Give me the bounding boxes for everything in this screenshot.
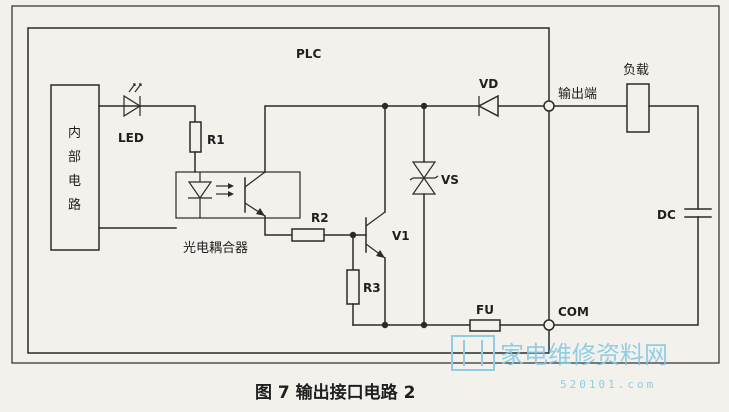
label-v1: V1: [392, 229, 410, 243]
dc-source-symbol: [684, 208, 712, 218]
label-fu: FU: [476, 303, 494, 317]
load-box: [626, 83, 650, 133]
resistor-r2: [291, 228, 325, 242]
fuse-fu: [469, 319, 501, 332]
label-optocoupler: 光电耦合器: [183, 241, 248, 256]
label-internal-2: 部: [68, 150, 81, 165]
label-r3: R3: [363, 281, 381, 295]
phototransistor-symbol: [244, 171, 266, 217]
junction-dot: [420, 321, 428, 329]
watermark-url: 520101.com: [560, 378, 656, 391]
output-terminal: [543, 100, 555, 112]
transistor-v1: [365, 211, 386, 259]
optocoupler-box: [175, 171, 301, 219]
label-load: 负载: [623, 63, 649, 78]
junction-dot: [381, 321, 389, 329]
wire-collector: [264, 105, 550, 173]
label-r1: R1: [207, 133, 225, 147]
label-vd: VD: [479, 77, 498, 91]
label-internal-4: 路: [68, 197, 81, 213]
label-led: LED: [118, 131, 144, 145]
vs-symbol: [409, 161, 439, 195]
label-com: COM: [558, 305, 589, 319]
watermark-text: 家电维修资料网: [500, 341, 668, 369]
wire-dc-com: [553, 216, 699, 326]
junction-dot: [349, 231, 357, 239]
label-plc: PLC: [296, 47, 321, 61]
label-output: 输出端: [558, 86, 597, 102]
junction-dot: [381, 102, 389, 110]
vd-symbol: [477, 94, 499, 118]
led-symbol: [123, 83, 142, 118]
figure-caption: 图 7 输出接口电路 2: [255, 382, 415, 403]
internal-circuit-block: [50, 84, 100, 251]
opto-led-symbol: [187, 172, 234, 218]
com-terminal: [543, 319, 555, 331]
wire-led: [98, 105, 196, 123]
resistor-r1: [189, 121, 202, 153]
wire-emitter: [264, 215, 293, 236]
junction-dot: [420, 102, 428, 110]
wire-load-dc: [648, 105, 699, 210]
label-internal-3: 电: [68, 174, 81, 189]
outer-frame: [11, 5, 720, 364]
plc-boundary: [27, 27, 550, 354]
watermark-logo-icon: [451, 335, 495, 371]
label-internal-1: 内: [68, 125, 81, 141]
resistor-r3: [346, 269, 360, 305]
label-r2: R2: [311, 211, 329, 225]
label-dc: DC: [657, 208, 676, 222]
label-vs: VS: [441, 173, 459, 187]
watermark: 家电维修资料网 520101.com: [451, 335, 668, 391]
